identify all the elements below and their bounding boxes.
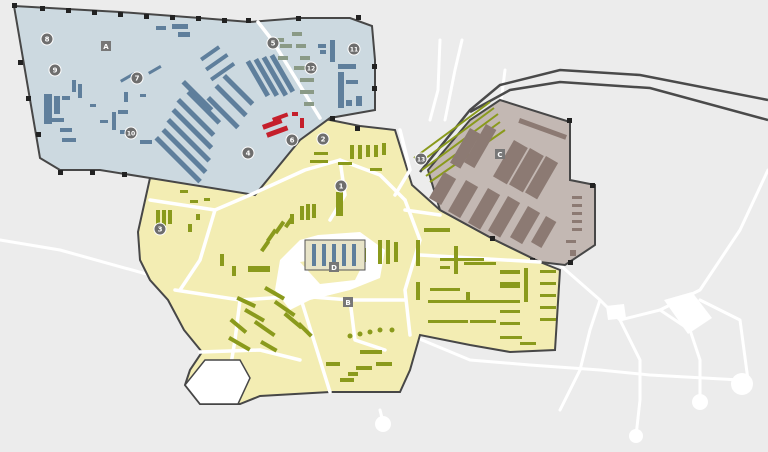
zone-badge-c[interactable]: C [495, 149, 505, 159]
marker-label: 13 [417, 157, 425, 164]
marker-13[interactable]: 13 [414, 152, 428, 166]
marker-4[interactable]: 4 [241, 146, 255, 160]
marker-12[interactable]: 12 [304, 61, 318, 75]
marker-3[interactable]: 3 [153, 222, 167, 236]
marker-label: 4 [246, 150, 251, 158]
zone-a-buildings-blue [44, 24, 362, 184]
marker-11[interactable]: 11 [347, 42, 361, 56]
marker-label: 5 [271, 40, 276, 48]
zone-c-buildings [429, 118, 582, 256]
zone-label-c: C [497, 151, 502, 159]
marker-label: 3 [158, 226, 163, 234]
marker-9[interactable]: 9 [48, 63, 62, 77]
zone-a-buildings-grey [274, 32, 314, 106]
marker-label: 11 [350, 47, 358, 54]
zone-label-a: A [103, 43, 109, 51]
marker-label: 2 [321, 136, 326, 144]
zone-badge-d[interactable]: D [329, 262, 339, 272]
zone-label-d: D [331, 264, 337, 272]
fence-posts [12, 3, 595, 265]
marker-label: 9 [53, 67, 58, 75]
marker-6[interactable]: 6 [285, 133, 299, 147]
marker-label: 10 [127, 131, 135, 138]
marker-label: 7 [135, 75, 140, 83]
empty-lot [184, 359, 251, 405]
marker-8[interactable]: 8 [40, 32, 54, 46]
marker-10[interactable]: 10 [124, 126, 138, 140]
marker-label: 12 [307, 66, 315, 73]
railway [419, 68, 768, 173]
outer-roads-plaza [375, 292, 753, 443]
marker-7[interactable]: 7 [130, 71, 144, 85]
marker-label: 8 [45, 36, 50, 44]
zone-label-b: B [345, 299, 350, 307]
zone-badge-b[interactable]: B [343, 297, 353, 307]
marker-1[interactable]: 1 [334, 179, 348, 193]
marker-label: 6 [290, 137, 295, 145]
marker-2[interactable]: 2 [316, 132, 330, 146]
numbered-markers: 1 2 3 4 5 6 7 8 9 10 11 12 13 [40, 32, 428, 236]
marker-5[interactable]: 5 [266, 36, 280, 50]
marker-label: 1 [339, 183, 344, 191]
zone-badge-a[interactable]: A [101, 41, 111, 51]
zone-a-buildings-red [262, 112, 304, 138]
